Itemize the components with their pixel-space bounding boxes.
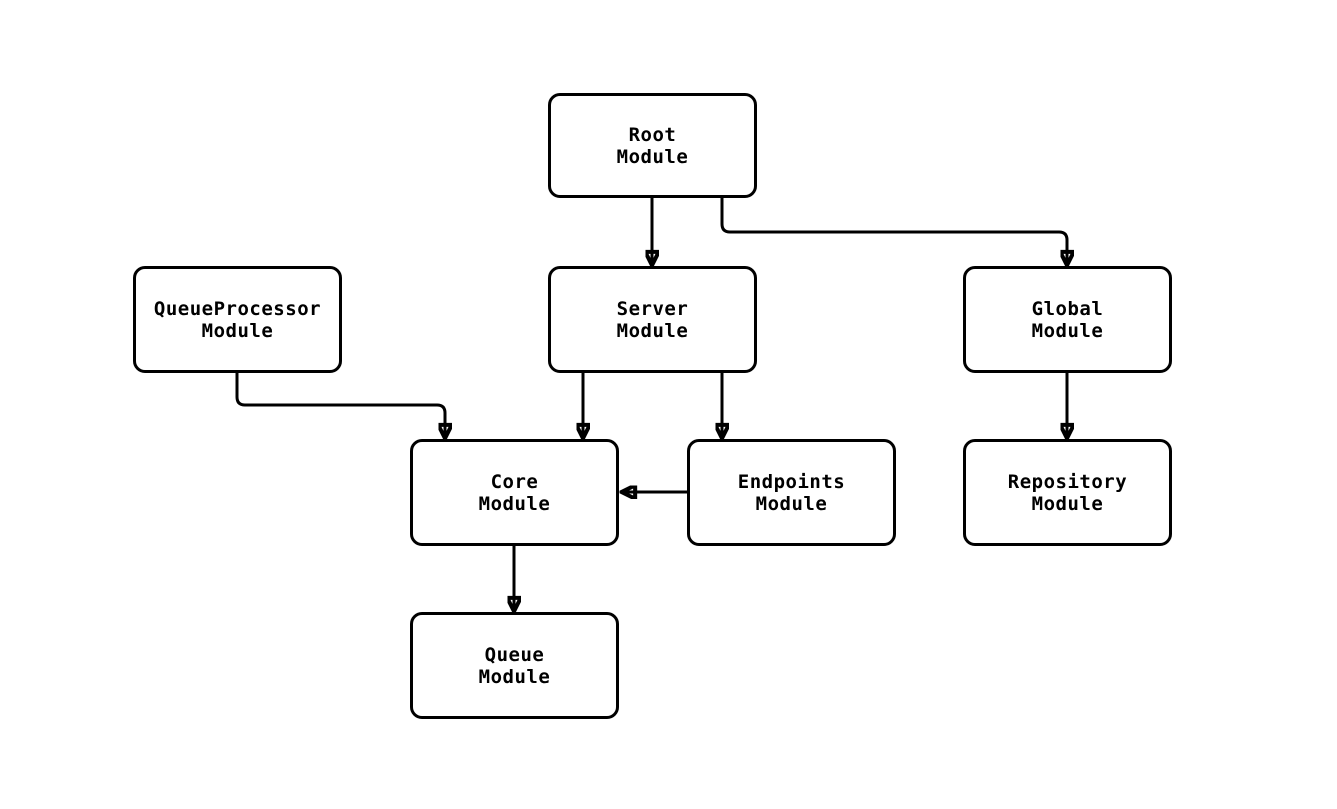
node-repository-module: Repository Module: [963, 439, 1172, 546]
node-queueprocessor-module: QueueProcessor Module: [133, 266, 342, 373]
node-repository-module-label: Repository Module: [1007, 470, 1128, 515]
node-core-module-label: Core Module: [478, 470, 551, 515]
node-queueprocessor-module-label: QueueProcessor Module: [153, 297, 322, 342]
edge-queueprocessor-to-core: [235, 373, 445, 437]
node-global-module: Global Module: [963, 266, 1172, 373]
node-root-module-label: Root Module: [616, 123, 689, 168]
node-root-module: Root Module: [548, 93, 757, 198]
edge-root-to-global: [720, 198, 1067, 264]
node-endpoints-module-label: Endpoints Module: [737, 470, 846, 515]
node-server-module-label: Server Module: [616, 297, 689, 342]
node-queue-module: Queue Module: [410, 612, 619, 719]
node-server-module: Server Module: [548, 266, 757, 373]
node-global-module-label: Global Module: [1031, 297, 1104, 342]
node-endpoints-module: Endpoints Module: [687, 439, 896, 546]
node-queue-module-label: Queue Module: [478, 643, 551, 688]
node-core-module: Core Module: [410, 439, 619, 546]
